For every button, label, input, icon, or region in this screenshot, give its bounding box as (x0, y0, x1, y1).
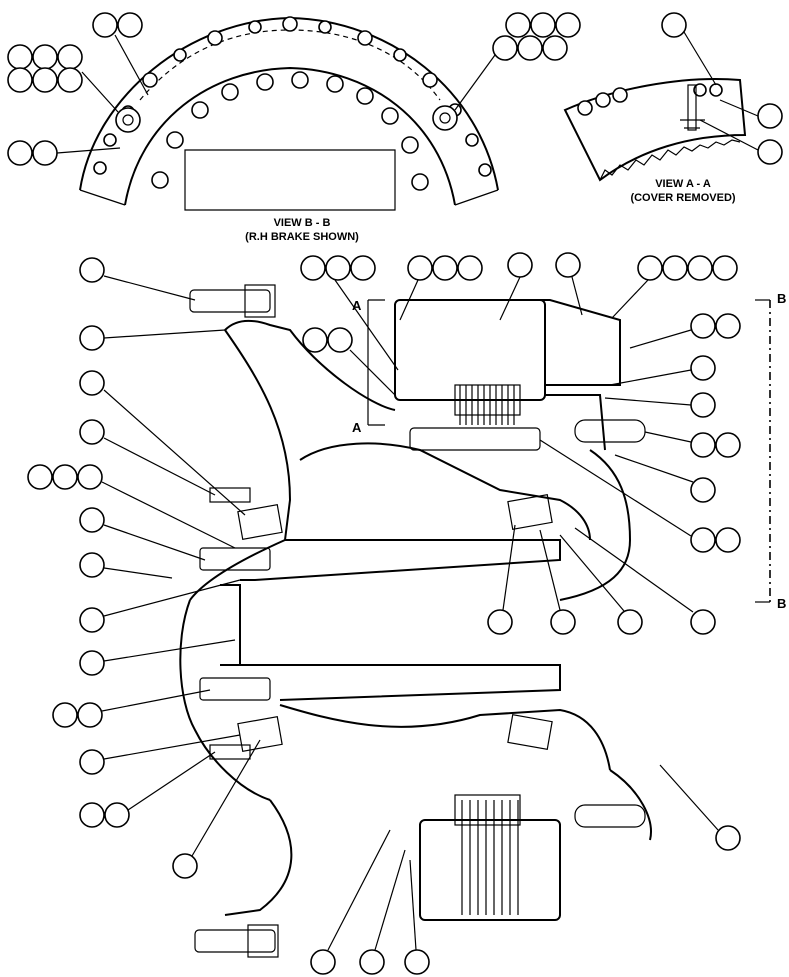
view-a-callouts (661, 12, 783, 165)
main-callouts (27, 252, 741, 975)
section-marker-a-bottom: A (352, 420, 362, 435)
section-marker-b-bottom: B (777, 596, 786, 611)
view-a-a-drawing (563, 78, 747, 182)
view-b-title: VIEW B - B (274, 217, 331, 229)
view-a-subtitle: (COVER REMOVED) (630, 192, 735, 204)
main-section-drawing (179, 284, 771, 958)
section-marker-b-top: B (777, 291, 786, 306)
bolt-holes (93, 16, 492, 191)
view-a-title: VIEW A - A (655, 178, 711, 190)
lower-disc-pack (461, 800, 519, 915)
view-b-b-drawing (79, 16, 499, 211)
section-marker-a-top: A (352, 298, 362, 313)
view-b-callouts (7, 12, 581, 166)
view-b-subtitle: (R.H BRAKE SHOWN) (245, 231, 359, 243)
upper-disc-pack (459, 385, 515, 425)
